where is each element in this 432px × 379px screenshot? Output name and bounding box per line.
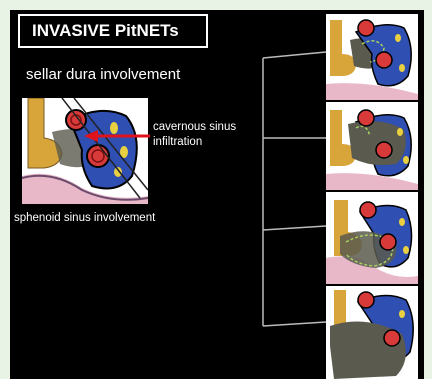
thumbnail-4-diagram bbox=[326, 286, 418, 379]
thumbnail-2-diagram bbox=[326, 102, 418, 190]
thumbnail-3-diagram bbox=[326, 192, 418, 284]
thumbnail-1-diagram bbox=[326, 14, 418, 100]
